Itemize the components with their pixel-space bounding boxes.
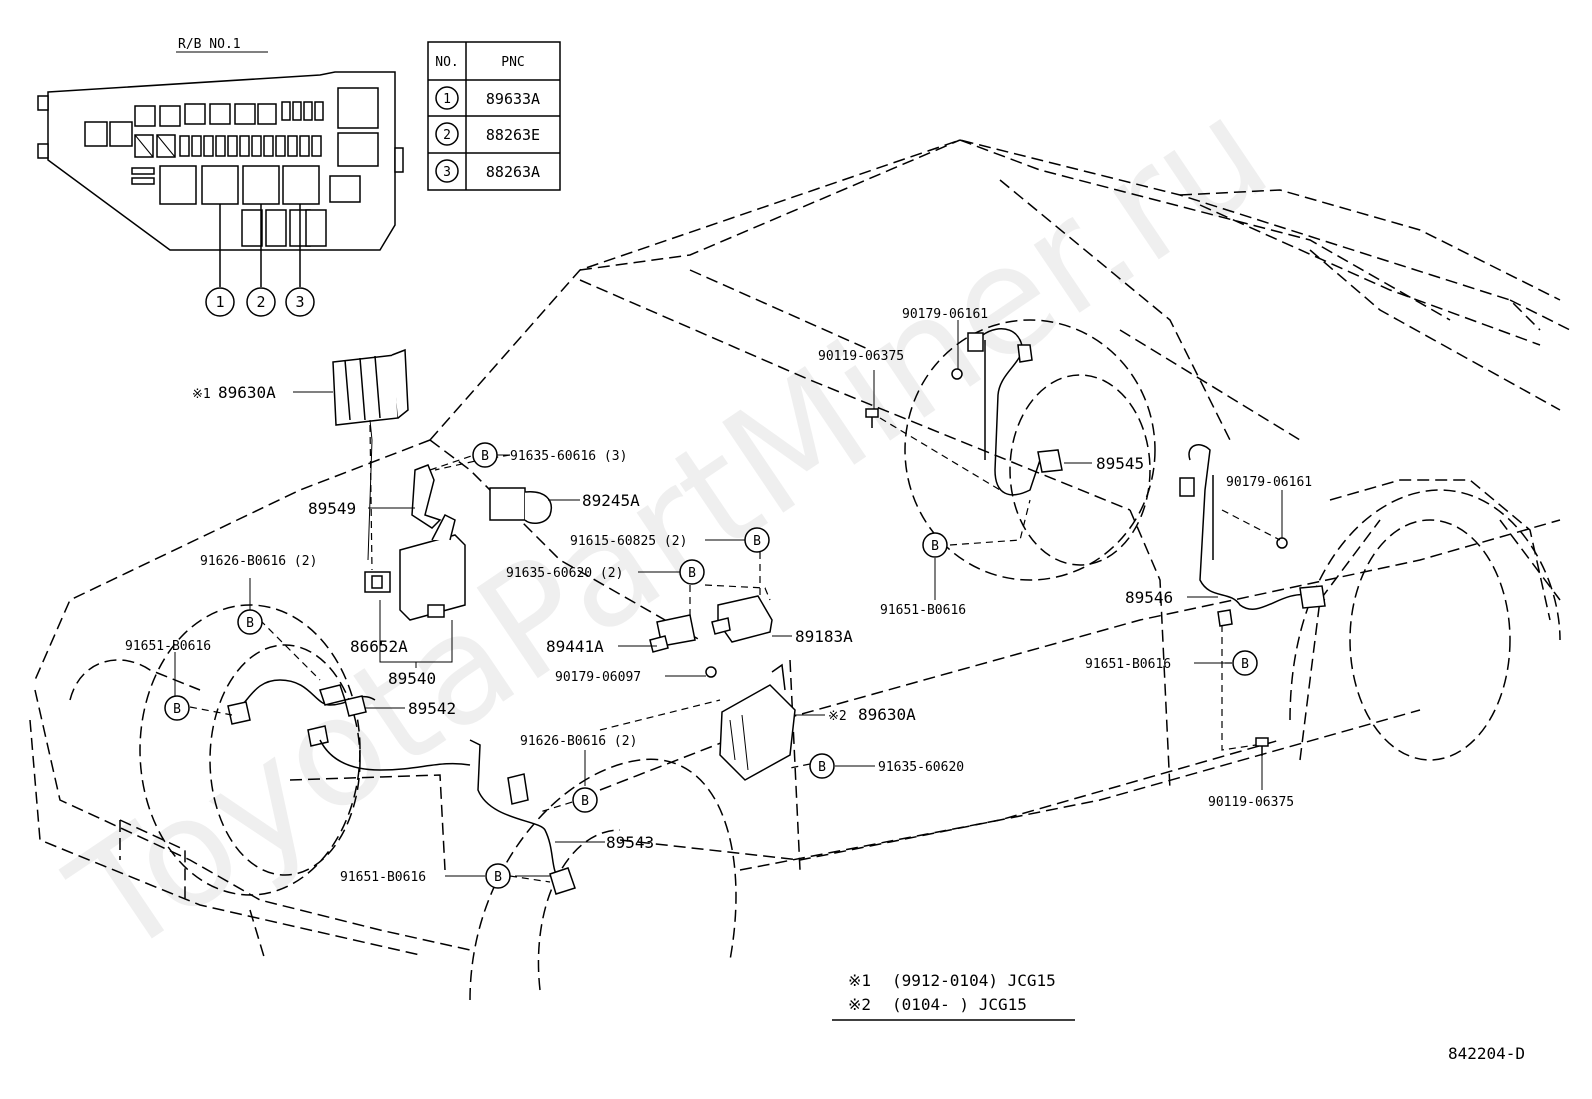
relay-block-title: R/B NO.1 [178,37,241,52]
label-89542: 89542 [408,699,456,718]
label-90119-06375-bottom: 90119-06375 [1208,795,1294,810]
bolt-marker: B [931,539,939,554]
relay-callouts: 1 2 3 [205,287,315,317]
pnc-row-1-no: 1 [443,92,451,107]
label-89540: 89540 [388,669,436,688]
pnc-row-2-no: 2 [443,128,451,143]
part-labels: ※1 89630A 91635-60616 (3) 89549 89245A 9… [125,307,1312,885]
note-2-text: (0104- ) JCG15 [892,995,1027,1014]
harness-89546 [1179,444,1326,627]
callout-1: 1 [215,293,224,311]
pnc-header-pnc: PNC [501,55,524,70]
pnc-table: NO. PNC 1 89633A 2 88263E 3 88263A [427,41,561,191]
bolt-marker: B [481,449,489,464]
mark-ecu-bottom: ※2 [828,709,847,724]
label-90179-06161-right: 90179-06161 [1226,475,1312,490]
label-91651-B0616-left: 91651-B0616 [125,639,211,654]
note-1-text: (9912-0104) JCG15 [892,971,1056,990]
car-body-outline [29,139,1571,961]
mark-ecu-top: ※1 [192,387,211,402]
label-89630A-bottom: 89630A [858,705,916,724]
label-91651-B0616-mid: 91651-B0616 [880,603,966,618]
label-89630A-top: 89630A [218,383,276,402]
label-91626-B0616-mid: 91626-B0616 (2) [520,734,637,749]
label-91635-60620-2: 91635-60620 (2) [506,566,623,581]
harness-89545 [951,328,1063,496]
label-90179-06097: 90179-06097 [555,670,641,685]
bolt-marker: B [1241,657,1249,672]
bolt-marker: B [494,870,502,885]
bolt-markers: B B B B B B B B B B [164,442,1258,889]
pnc-row-2-pnc: 88263E [486,126,540,144]
bolt-marker: B [581,794,589,809]
label-90179-06161-top: 90179-06161 [902,307,988,322]
note-2-mark: ※2 [848,995,871,1014]
harness-89543 [469,739,576,895]
bolt-marker: B [818,760,826,775]
pnc-row-3-pnc: 88263A [486,163,540,181]
harness-89542 [227,679,471,771]
label-91651-B0616-right: 91651-B0616 [1085,657,1171,672]
note-1-mark: ※1 [848,971,871,990]
relay-block: R/B NO.1 [37,37,404,287]
bolt-marker: B [688,566,696,581]
label-89549: 89549 [308,499,356,518]
ecu-89630A-bottom [719,663,796,781]
bolt-90119-06375-bottom [1255,737,1269,756]
label-89543: 89543 [606,833,654,852]
ecu-89630A-top [332,348,409,561]
nut-90179-06097 [705,666,717,678]
connector-86652A [364,571,391,593]
control-unit-89540 [399,513,466,621]
bolt-marker: B [753,534,761,549]
bolt-marker: B [173,702,181,717]
leader-lines [174,320,1283,883]
label-91635-60620: 91635-60620 [878,760,964,775]
label-91615-60825: 91615-60825 (2) [570,534,687,549]
label-89545: 89545 [1096,454,1144,473]
bolt-90119-06375-top [865,408,879,428]
pnc-row-1-pnc: 89633A [486,90,540,108]
pnc-row-3-no: 3 [443,165,451,180]
sensor-89441A [649,614,696,653]
label-89441A: 89441A [546,637,604,656]
label-89546: 89546 [1125,588,1173,607]
label-90119-06375-top: 90119-06375 [818,349,904,364]
callout-3: 3 [295,293,304,311]
label-91626-B0616-top: 91626-B0616 (2) [200,554,317,569]
label-86652A: 86652A [350,637,408,656]
label-89183A: 89183A [795,627,853,646]
pnc-header-no: NO. [435,55,458,70]
sensor-89183A [704,584,773,643]
label-91651-B0616-bottom: 91651-B0616 [340,870,426,885]
bracket-89549 [411,452,481,529]
bolt-marker: B [246,616,254,631]
applicability-notes: ※1 (9912-0104) JCG15 ※2 (0104- ) JCG15 [832,971,1075,1021]
label-91635-60616: 91635-60616 (3) [510,449,627,464]
illustration-number: 842204-D [1448,1044,1525,1063]
label-89245A: 89245A [582,491,640,510]
spiral-cable-89245A [489,487,552,525]
callout-2: 2 [256,293,265,311]
